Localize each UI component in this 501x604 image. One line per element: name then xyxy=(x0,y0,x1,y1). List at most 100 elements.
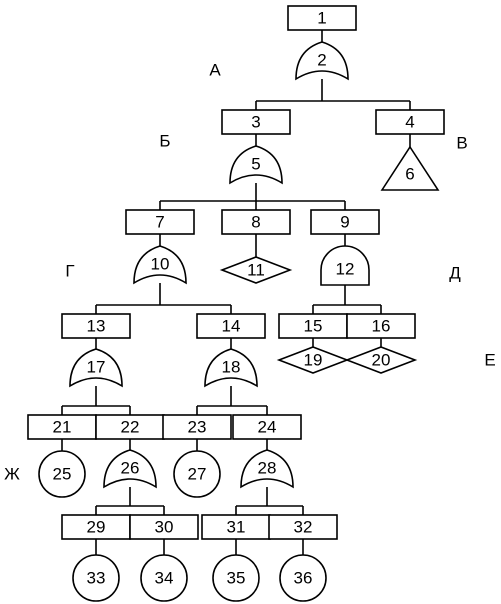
or-gate-symbol xyxy=(204,348,258,388)
node-3: 3 xyxy=(221,109,291,135)
node-15: 15 xyxy=(278,313,348,339)
event-box xyxy=(61,514,131,540)
node-label: 16 xyxy=(372,317,391,336)
node-4: 4 xyxy=(375,109,445,135)
side-label-e: Е xyxy=(484,351,495,370)
event-box xyxy=(268,514,338,540)
or-gate-symbol xyxy=(103,449,157,489)
node-13: 13 xyxy=(61,313,131,339)
undeveloped-event-diamond xyxy=(276,346,350,374)
event-box xyxy=(162,414,232,440)
node-6: 6 xyxy=(380,145,440,191)
or-gate-symbol xyxy=(240,449,294,489)
event-box xyxy=(95,414,165,440)
node-19: 19 xyxy=(276,346,350,374)
node-label: 13 xyxy=(87,317,106,336)
node-label: 20 xyxy=(372,351,391,370)
node-label: 11 xyxy=(247,261,265,280)
node-11: 11 xyxy=(219,256,293,284)
event-box xyxy=(201,514,271,540)
and-gate-symbol xyxy=(320,245,370,286)
side-label-a: А xyxy=(209,61,221,80)
node-label: 29 xyxy=(87,518,106,537)
node-label: 27 xyxy=(188,465,207,484)
node-label: 2 xyxy=(317,51,326,70)
node-label: 34 xyxy=(155,569,174,588)
node-label: 17 xyxy=(87,358,106,377)
node-17: 17 xyxy=(69,348,123,388)
node-1: 1 xyxy=(287,5,357,31)
node-label: 28 xyxy=(258,459,277,478)
or-gate-symbol xyxy=(133,245,187,285)
event-box xyxy=(196,313,266,339)
event-box xyxy=(221,109,291,135)
undeveloped-event-diamond xyxy=(344,346,418,374)
side-label-b: Б xyxy=(159,132,170,151)
basic-event-circle xyxy=(72,554,120,602)
node-label: 18 xyxy=(222,358,241,377)
or-gate-symbol xyxy=(69,348,123,388)
node-18: 18 xyxy=(204,348,258,388)
node-21: 21 xyxy=(27,414,97,440)
node-label: 23 xyxy=(188,418,207,437)
node-28: 28 xyxy=(240,449,294,489)
node-16: 16 xyxy=(346,313,416,339)
event-box xyxy=(125,209,195,235)
node-2: 2 xyxy=(295,41,349,81)
node-label: 10 xyxy=(151,255,170,274)
event-box xyxy=(27,414,97,440)
side-label-zh: Ж xyxy=(4,465,20,484)
basic-event-circle xyxy=(212,554,260,602)
node-14: 14 xyxy=(196,313,266,339)
connectors xyxy=(61,30,411,555)
node-label: 36 xyxy=(294,569,313,588)
event-box xyxy=(375,109,445,135)
node-label: 8 xyxy=(251,213,260,232)
node-23: 23 xyxy=(162,414,232,440)
side-label-v: В xyxy=(456,134,467,153)
node-32: 32 xyxy=(268,514,338,540)
node-9: 9 xyxy=(310,209,380,235)
node-label: 32 xyxy=(294,518,313,537)
or-gate-symbol xyxy=(295,41,349,81)
node-label: 26 xyxy=(121,459,140,478)
node-label: 21 xyxy=(53,418,72,437)
node-label: 15 xyxy=(304,317,323,336)
node-label: 6 xyxy=(405,165,414,184)
node-label: 12 xyxy=(336,260,355,279)
event-box xyxy=(129,514,199,540)
node-33: 33 xyxy=(72,554,120,602)
node-7: 7 xyxy=(125,209,195,235)
node-label: 25 xyxy=(53,465,72,484)
node-label: 1 xyxy=(317,9,326,28)
node-label: 24 xyxy=(258,418,277,437)
basic-event-circle xyxy=(140,554,188,602)
node-label: 31 xyxy=(227,518,246,537)
node-27: 27 xyxy=(173,450,221,498)
event-box xyxy=(346,313,416,339)
node-30: 30 xyxy=(129,514,199,540)
node-label: 3 xyxy=(251,113,260,132)
transfer-triangle xyxy=(380,145,440,191)
node-label: 14 xyxy=(222,317,241,336)
node-35: 35 xyxy=(212,554,260,602)
node-label: 9 xyxy=(340,213,349,232)
node-24: 24 xyxy=(232,414,302,440)
node-22: 22 xyxy=(95,414,165,440)
node-26: 26 xyxy=(103,449,157,489)
node-34: 34 xyxy=(140,554,188,602)
side-label-d: Д xyxy=(449,264,461,283)
node-label: 4 xyxy=(405,113,414,132)
node-5: 5 xyxy=(229,145,283,185)
basic-event-circle xyxy=(38,450,86,498)
node-8: 8 xyxy=(221,209,291,235)
node-label: 35 xyxy=(227,569,246,588)
undeveloped-event-diamond xyxy=(219,256,293,284)
event-box xyxy=(287,5,357,31)
node-label: 30 xyxy=(155,518,174,537)
node-25: 25 xyxy=(38,450,86,498)
node-12: 12 xyxy=(320,245,370,286)
node-29: 29 xyxy=(61,514,131,540)
